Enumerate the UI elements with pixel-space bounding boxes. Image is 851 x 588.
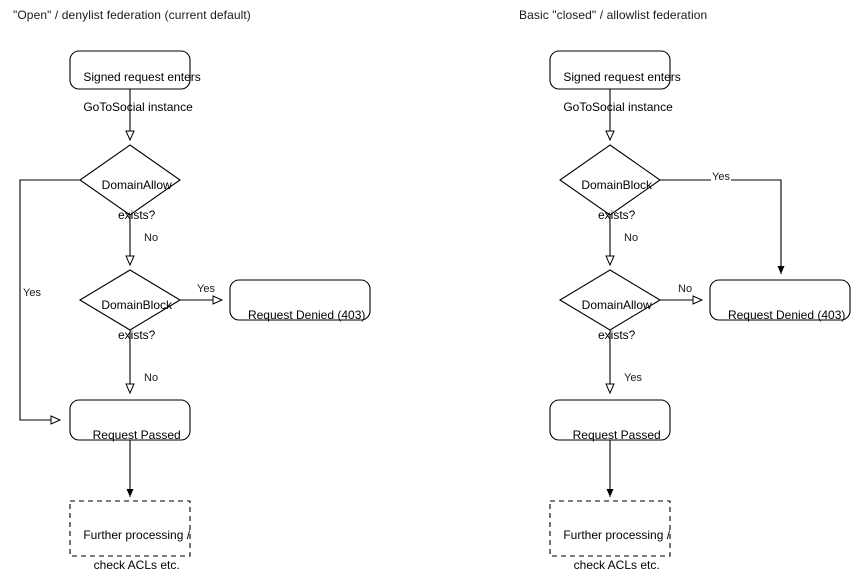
flowchart-canvas: "Open" / denylist federation (current de… [13,8,851,572]
node-denied-left-hit[interactable] [230,280,370,320]
node-further-right-hit[interactable] [550,501,670,556]
node-domain-block-left-hit[interactable] [80,270,180,330]
edge-label-domainallow-no-left: No [143,232,160,244]
node-entry-left-hit[interactable] [70,51,190,89]
node-denied-right [709,279,851,321]
edge-label-domainallow-yes-left: Yes [22,287,42,299]
edge-domainallow-yes-left [19,179,80,425]
node-further-right [549,500,671,557]
edge-label-domainblock-yes-left: Yes [196,283,216,295]
edge-label-domainblock-yes-right: Yes [711,171,731,183]
node-further-left [69,500,191,557]
node-passed-right-hit[interactable] [550,400,670,440]
node-domain-allow-left-hit[interactable] [80,145,180,215]
edge-label-domainallow-yes-right: Yes [623,372,643,384]
node-denied-left [229,279,371,321]
column-title-open-federation: "Open" / denylist federation (current de… [13,8,251,22]
node-domain-allow-right-hit[interactable] [560,270,660,330]
node-denied-right-hit[interactable] [710,280,850,320]
edge-domainblock-yes-right [660,179,785,274]
node-passed-left-hit[interactable] [70,400,190,440]
edge-label-domainallow-no-right: No [677,283,694,295]
node-entry-right-hit[interactable] [550,51,670,89]
flowchart-graphics [19,50,851,557]
column-title-closed-federation: Basic "closed" / allowlist federation [519,8,708,22]
edge-label-domainblock-no-left: No [143,372,160,384]
node-domain-block-right-hit[interactable] [560,145,660,215]
edge-label-domainblock-no-right: No [623,232,640,244]
node-further-left-hit[interactable] [70,501,190,556]
